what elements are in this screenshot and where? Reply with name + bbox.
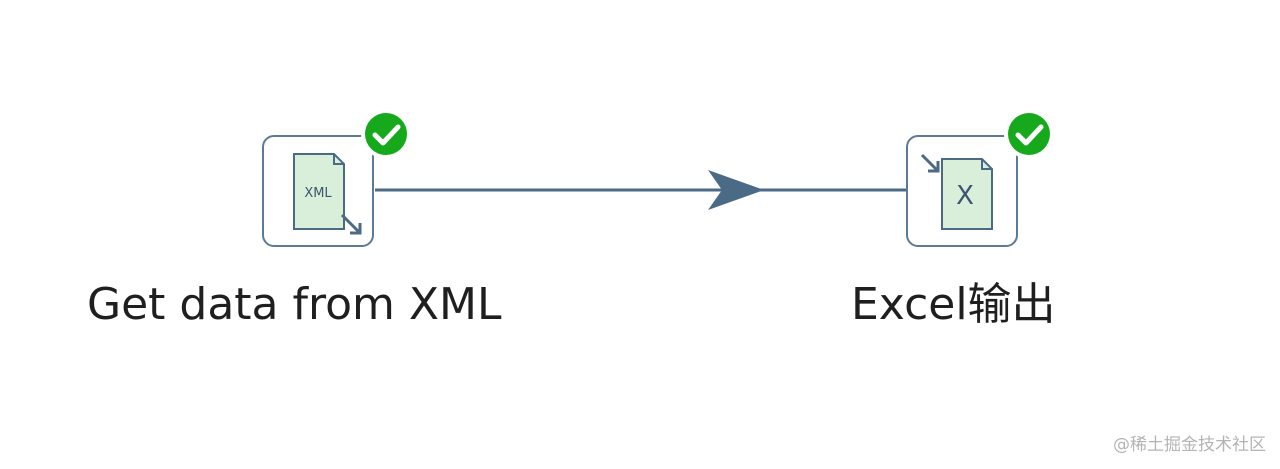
xml-input-icon: XML — [293, 153, 362, 235]
xml-icon-text: XML — [304, 186, 332, 201]
excel-icon-text: X — [956, 181, 974, 211]
watermark: @稀土掘金技术社区 — [1113, 435, 1266, 455]
step-excel-output[interactable]: X — [906, 135, 1018, 247]
hop-arrow-icon — [708, 170, 764, 210]
success-check-icon — [361, 109, 411, 159]
step-label[interactable]: Get data from XML — [87, 279, 502, 330]
step-label[interactable]: Excel输出 — [851, 279, 1056, 330]
excel-output-icon: X — [920, 153, 993, 230]
step-get-data-from-xml[interactable]: XML — [262, 135, 374, 247]
success-check-icon — [1004, 109, 1054, 159]
